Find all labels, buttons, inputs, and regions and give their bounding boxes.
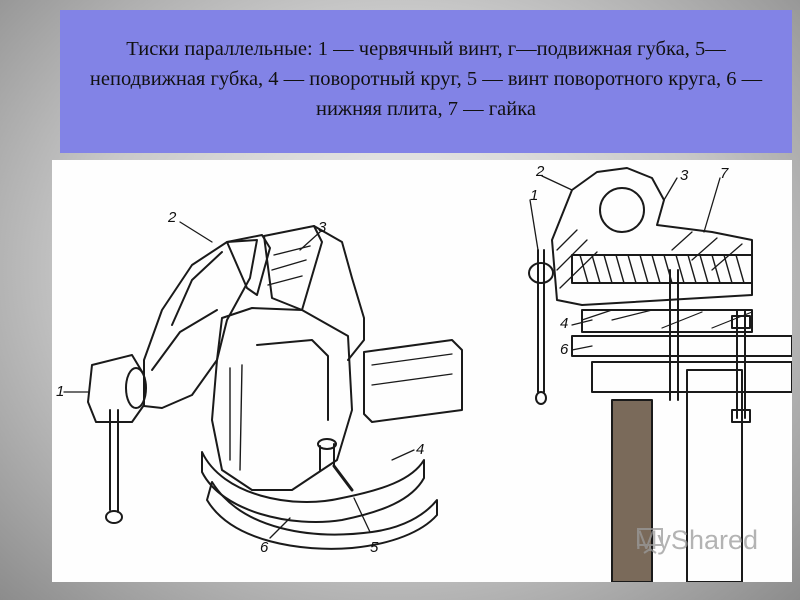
- vise-body: [211, 307, 353, 491]
- screw-hub: [87, 354, 145, 423]
- fixed-jaw: [313, 225, 365, 361]
- section-handle: [537, 249, 545, 393]
- callout-right-4: 4: [560, 315, 568, 332]
- callout-right-7: 7: [720, 165, 729, 182]
- slide-caption: Тиски параллельные: 1 — червячный винт, …: [89, 38, 763, 120]
- right-section-view: [528, 167, 792, 582]
- callout-right-1: 1: [530, 187, 538, 204]
- callout-left-3: 3: [318, 219, 327, 236]
- bench-top: [591, 361, 792, 393]
- handle-bar: [109, 409, 119, 513]
- callout-right-6: 6: [560, 341, 569, 358]
- callout-left-1: 1: [56, 383, 64, 400]
- guide-bar: [363, 339, 463, 423]
- callout-right-3: 3: [680, 167, 689, 184]
- clamp-bolt-left: [669, 269, 679, 401]
- caption-box: Тиски параллельные: 1 — червячный винт, …: [60, 10, 792, 153]
- section-lower-plate: [571, 335, 792, 357]
- presentation-board-icon: [636, 528, 663, 554]
- section-jaw: [551, 167, 753, 306]
- section-jaw-bore: [599, 187, 645, 233]
- left-vise-view: [63, 221, 463, 550]
- callout-left-2: 2: [167, 209, 177, 226]
- vise-figure: 1 2 3 4 5 6 1 2 3 4 6 7 MyShared: [52, 160, 792, 582]
- jaw-plate-left: [226, 234, 271, 296]
- screw-thread: [571, 254, 753, 284]
- handle-knob: [105, 510, 123, 524]
- bench-post: [686, 369, 743, 582]
- section-swivel: [581, 309, 753, 333]
- watermark: MyShared: [635, 525, 758, 556]
- vise-drawing: 1 2 3 4 5 6 1 2 3 4 6 7: [56, 163, 792, 582]
- callout-left-5: 5: [370, 539, 379, 556]
- movable-jaw: [143, 239, 258, 409]
- callout-left-6: 6: [260, 539, 269, 556]
- callout-left-4: 4: [416, 441, 424, 458]
- base-plate: [206, 481, 438, 550]
- bench-leg: [611, 399, 653, 582]
- swivel-plate: [201, 451, 425, 523]
- jaw-plate-right: [263, 225, 323, 311]
- callout-right-2: 2: [535, 163, 545, 180]
